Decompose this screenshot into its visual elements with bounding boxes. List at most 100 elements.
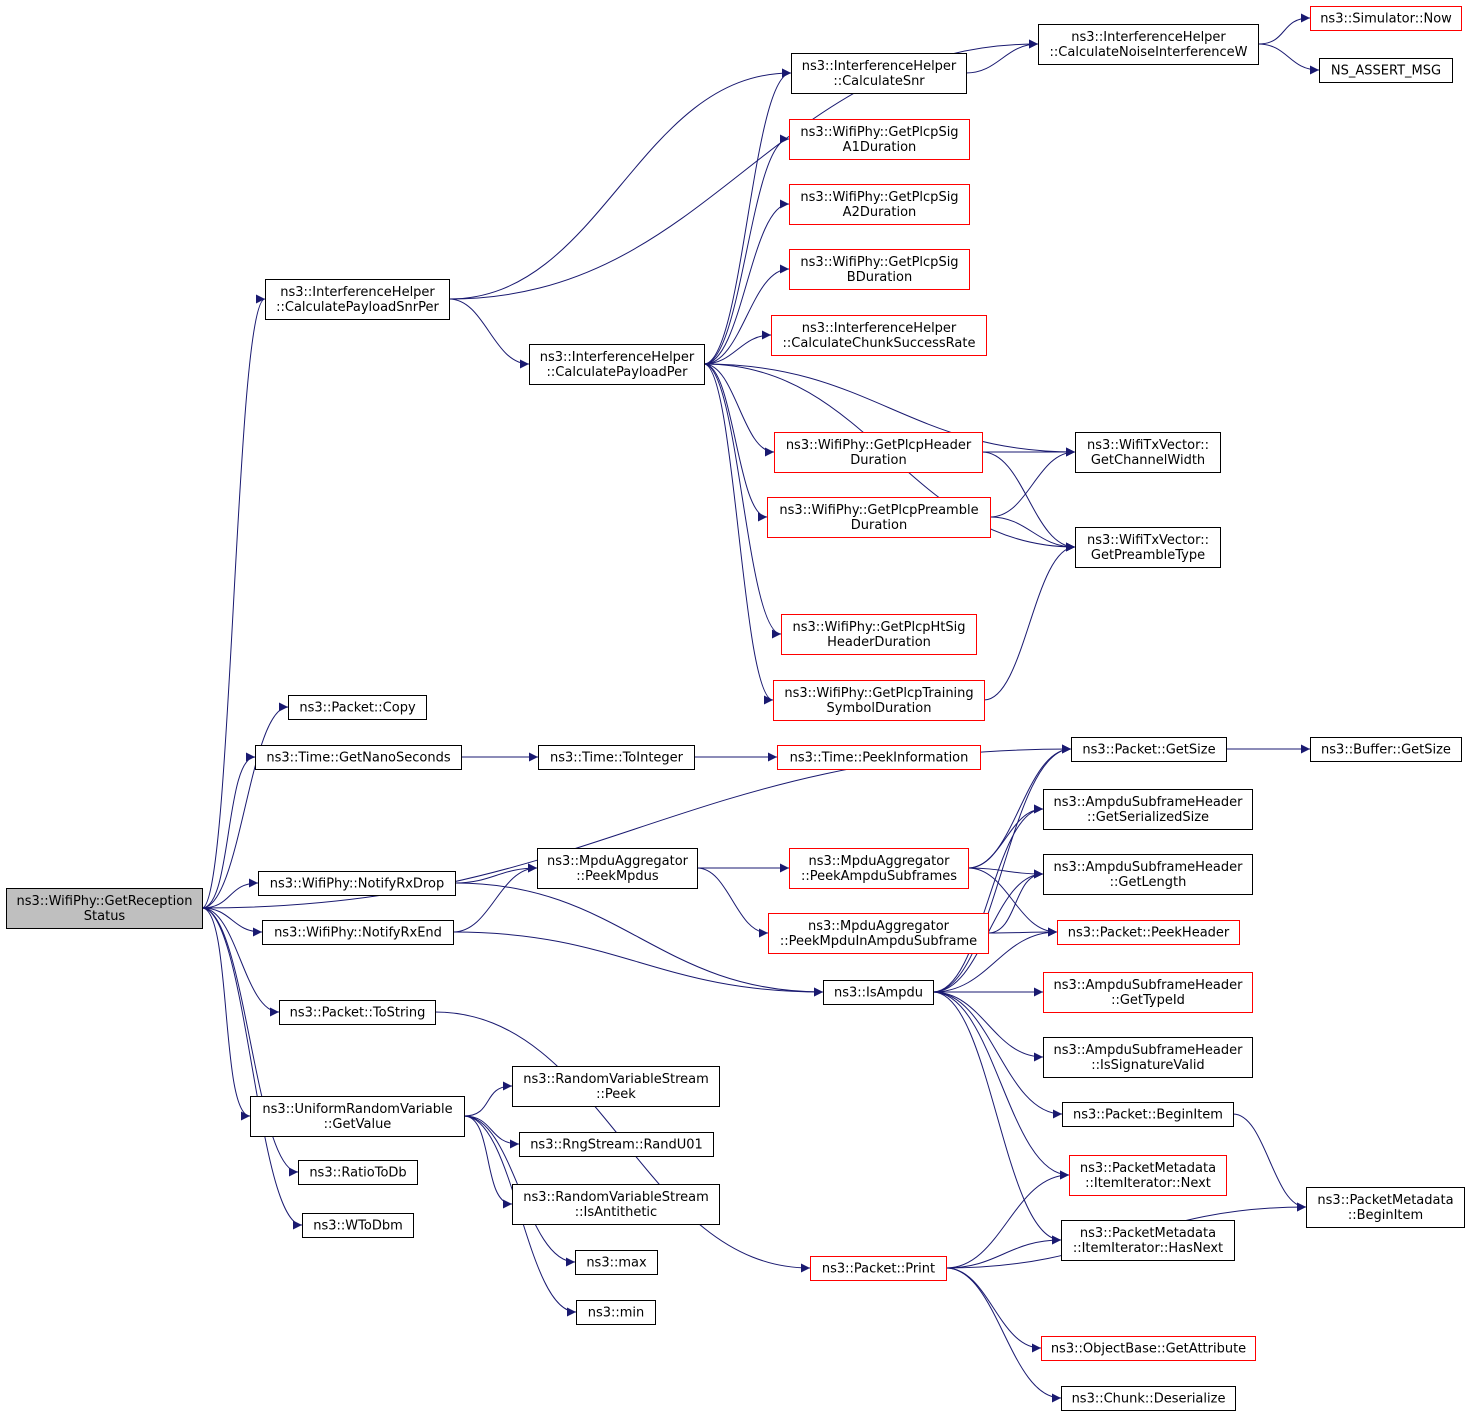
node-calc-payload-per[interactable]: ns3::InterferenceHelper::CalculatePayloa… xyxy=(529,344,705,385)
node-calc-noise-w[interactable]: ns3::InterferenceHelper::CalculateNoiseI… xyxy=(1038,24,1259,65)
node-label: ns3::WifiPhy::GetPlcpPreamble xyxy=(779,503,978,518)
node-box xyxy=(1319,58,1453,83)
node-peek-information[interactable]: ns3::Time::PeekInformation xyxy=(777,745,981,770)
edge-calc-payload-per-to-plcp-preamble xyxy=(703,363,768,522)
node-notify-rx-end[interactable]: ns3::WifiPhy::NotifyRxEnd xyxy=(262,920,454,945)
node-label: BDuration xyxy=(847,270,912,285)
node-preamble-type[interactable]: ns3::WifiTxVector::GetPreambleType xyxy=(1075,527,1221,568)
node-box xyxy=(1043,854,1253,895)
edge-line xyxy=(696,867,769,938)
edge-line xyxy=(1232,1113,1307,1212)
node-label: NS_ASSERT_MSG xyxy=(1331,64,1441,79)
node-label: ns3::WifiPhy::GetPlcpSig xyxy=(800,125,958,140)
node-label: ns3::RngStream::RandU01 xyxy=(530,1138,703,1153)
node-box xyxy=(781,614,977,655)
edge-calc-payload-per-to-chunk-rate xyxy=(703,330,772,365)
node-label: HeaderDuration xyxy=(827,635,931,650)
edge-peek-ampdu-subframes-to-get-length xyxy=(967,867,1044,879)
edge-line xyxy=(703,68,792,365)
node-label: ::ItemIterator::Next xyxy=(1085,1176,1211,1191)
node-label: ::CalculatePayloadSnrPer xyxy=(276,300,439,315)
edge-line xyxy=(965,39,1039,74)
node-packet-print[interactable]: ns3::Packet::Print xyxy=(810,1256,947,1281)
node-ns-min[interactable]: ns3::min xyxy=(576,1300,656,1325)
edge-line xyxy=(703,363,775,457)
node-box xyxy=(1310,737,1462,762)
node-uniform-get-value[interactable]: ns3::UniformRandomVariable::GetValue xyxy=(250,1096,465,1137)
node-label: ns3::AmpduSubframeHeader xyxy=(1054,1043,1244,1058)
node-label: ns3::InterferenceHelper xyxy=(540,350,695,365)
node-get-nano-seconds[interactable]: ns3::Time::GetNanoSeconds xyxy=(255,745,462,770)
node-label: ::PeekAmpduSubframes xyxy=(801,869,957,884)
node-label: ns3::PacketMetadata xyxy=(1080,1226,1216,1241)
node-box xyxy=(774,432,983,473)
edge-line xyxy=(1257,43,1320,75)
node-label: ns3::Time::ToInteger xyxy=(550,751,684,766)
edge-notify-rx-end-to-peek-mpdus xyxy=(452,863,538,933)
node-peek-header[interactable]: ns3::Packet::PeekHeader xyxy=(1057,920,1240,945)
node-meta-begin-item[interactable]: ns3::PacketMetadata::BeginItem xyxy=(1306,1187,1465,1228)
edge-line xyxy=(945,1170,1070,1269)
edge-uniform-get-value-to-rvs-peek xyxy=(463,1081,513,1117)
node-calc-payload-snr-per[interactable]: ns3::InterferenceHelper::CalculatePayloa… xyxy=(265,279,450,320)
node-get-attribute[interactable]: ns3::ObjectBase::GetAttribute xyxy=(1041,1336,1256,1361)
node-chunk-rate[interactable]: ns3::InterferenceHelper::CalculateChunkS… xyxy=(771,315,987,356)
node-packet-copy[interactable]: ns3::Packet::Copy xyxy=(288,695,427,720)
node-get-type-id[interactable]: ns3::AmpduSubframeHeader::GetTypeId xyxy=(1043,972,1253,1013)
edge-root-to-packet-to-string xyxy=(201,907,280,1017)
node-label: ns3::Packet::ToString xyxy=(290,1006,426,1021)
edge-line xyxy=(932,927,1058,993)
node-label: ns3::Packet::PeekHeader xyxy=(1068,926,1230,941)
node-box xyxy=(512,1066,720,1107)
node-sim-now[interactable]: ns3::Simulator::Now xyxy=(1310,6,1462,31)
node-notify-rx-drop[interactable]: ns3::WifiPhy::NotifyRxDrop xyxy=(258,871,456,896)
node-label: ns3::WifiPhy::NotifyRxDrop xyxy=(270,877,444,892)
edge-root-to-w-to-dbm xyxy=(201,907,303,1230)
edge-line xyxy=(1257,13,1311,45)
edge-line xyxy=(932,744,1072,993)
edge-line xyxy=(201,907,263,937)
edge-calc-payload-snr-per-to-calc-payload-per xyxy=(448,298,530,369)
node-ratio-to-db[interactable]: ns3::RatioToDb xyxy=(298,1160,418,1185)
node-channel-width[interactable]: ns3::WifiTxVector::GetChannelWidth xyxy=(1075,432,1221,473)
node-label: ns3::max xyxy=(586,1256,647,1271)
node-get-length[interactable]: ns3::AmpduSubframeHeader::GetLength xyxy=(1043,854,1253,895)
node-ns-max[interactable]: ns3::max xyxy=(575,1250,658,1275)
node-plcp-training[interactable]: ns3::WifiPhy::GetPlcpTrainingSymbolDurat… xyxy=(773,680,985,721)
node-sig-valid[interactable]: ns3::AmpduSubframeHeader::IsSignatureVal… xyxy=(1043,1037,1253,1078)
node-has-next[interactable]: ns3::PacketMetadata::ItemIterator::HasNe… xyxy=(1061,1220,1235,1261)
node-label: ::GetLength xyxy=(1110,875,1187,890)
node-is-ampdu[interactable]: ns3::IsAmpdu xyxy=(823,980,934,1005)
node-item-next[interactable]: ns3::PacketMetadata::ItemIterator::Next xyxy=(1069,1155,1227,1196)
node-deserialize[interactable]: ns3::Chunk::Deserialize xyxy=(1061,1386,1236,1411)
node-label: ns3::Packet::BeginItem xyxy=(1073,1108,1223,1123)
node-w-to-dbm[interactable]: ns3::WToDbm xyxy=(302,1213,414,1238)
node-rvs-peek[interactable]: ns3::RandomVariableStream::Peek xyxy=(512,1066,720,1107)
node-calc-snr[interactable]: ns3::InterferenceHelper::CalculateSnr xyxy=(791,53,967,94)
node-packet-get-size[interactable]: ns3::Packet::GetSize xyxy=(1071,737,1227,762)
node-rvs-antithetic[interactable]: ns3::RandomVariableStream::IsAntithetic xyxy=(512,1184,720,1225)
node-serialized-size[interactable]: ns3::AmpduSubframeHeader::GetSerializedS… xyxy=(1043,789,1253,830)
edge-line xyxy=(932,804,1044,993)
node-ns-assert[interactable]: NS_ASSERT_MSG xyxy=(1319,58,1453,83)
node-box xyxy=(810,1256,947,1281)
edge-line xyxy=(932,991,1070,1180)
node-label: Duration xyxy=(850,453,906,468)
node-label: ns3::WifiTxVector:: xyxy=(1087,438,1209,453)
node-peek-ampdu-subframes[interactable]: ns3::MpduAggregator::PeekAmpduSubframes xyxy=(789,848,969,889)
node-buffer-get-size[interactable]: ns3::Buffer::GetSize xyxy=(1310,737,1462,762)
edge-is-ampdu-to-begin-item xyxy=(932,991,1063,1119)
node-begin-item[interactable]: ns3::Packet::BeginItem xyxy=(1062,1102,1234,1127)
node-to-integer[interactable]: ns3::Time::ToInteger xyxy=(538,745,695,770)
node-rand-u01[interactable]: ns3::RngStream::RandU01 xyxy=(519,1132,714,1157)
node-packet-to-string[interactable]: ns3::Packet::ToString xyxy=(279,1000,436,1025)
node-peek-mpdu-in-ampdu[interactable]: ns3::MpduAggregator::PeekMpduInAmpduSubf… xyxy=(768,913,989,954)
node-peek-mpdus[interactable]: ns3::MpduAggregator::PeekMpdus xyxy=(537,848,698,889)
